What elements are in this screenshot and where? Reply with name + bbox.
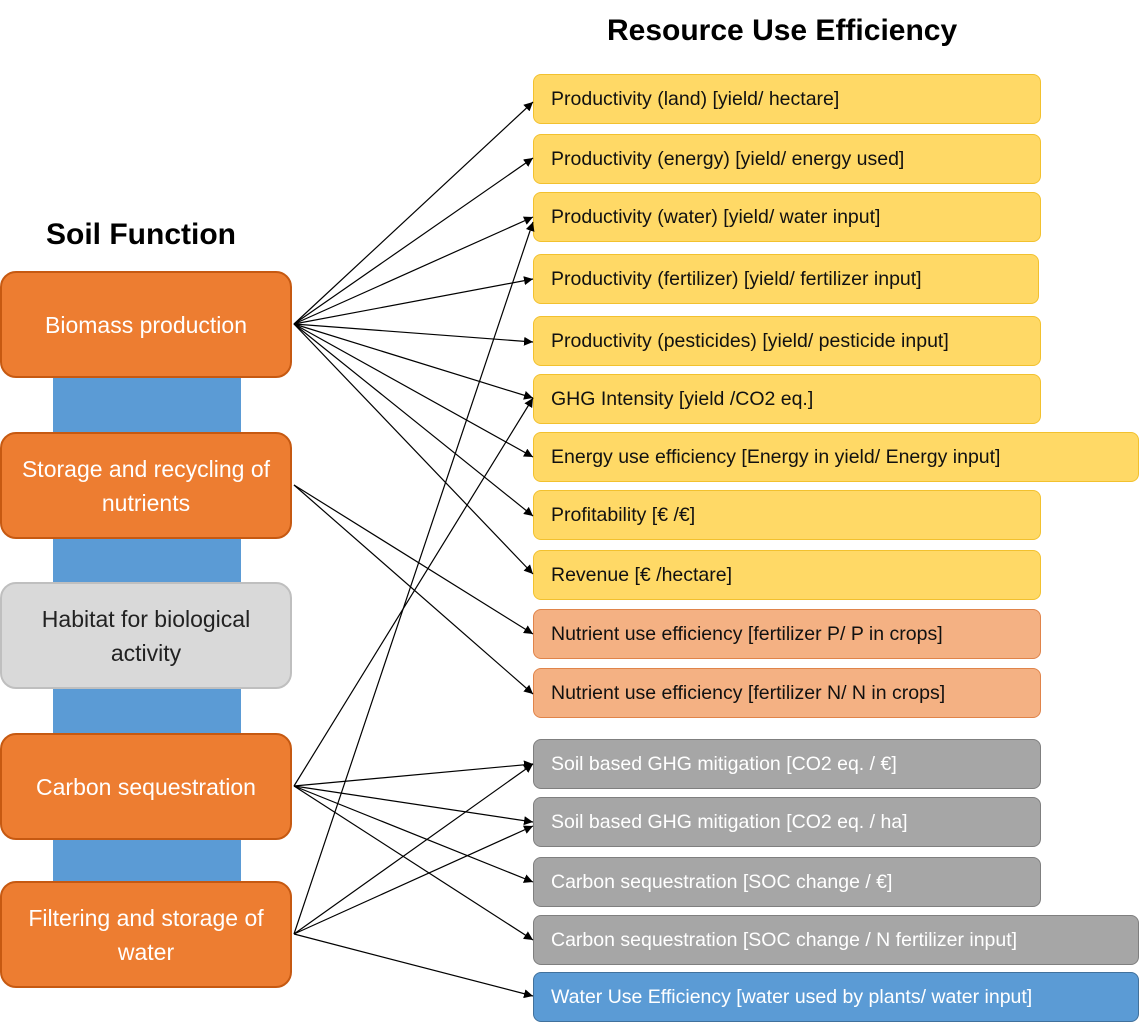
indicator-productivity-land: Productivity (land) [yield/ hectare] xyxy=(533,74,1041,124)
indicator-nutrient-use-efficiency-p: Nutrient use efficiency [fertilizer P/ P… xyxy=(533,609,1041,659)
arrow-biomass-to-productivity-water xyxy=(293,216,534,325)
resource-use-efficiency-title: Resource Use Efficiency xyxy=(607,14,958,47)
indicator-carbon-sequestration-n-fertilizer: Carbon sequestration [SOC change / N fer… xyxy=(533,915,1139,965)
arrow-biomass-to-profitability xyxy=(293,323,534,517)
indicator-productivity-energy: Productivity (energy) [yield/ energy use… xyxy=(533,134,1041,184)
arrow-carbon-to-sequestration-n xyxy=(293,785,534,941)
indicator-carbon-sequestration-euro: Carbon sequestration [SOC change / €] xyxy=(533,857,1041,907)
indicator-productivity-water: Productivity (water) [yield/ water input… xyxy=(533,192,1041,242)
soil-function-biomass-production: Biomass production xyxy=(0,271,292,378)
arrow-biomass-to-productivity-fertilizer xyxy=(293,276,534,325)
indicator-productivity-pesticides: Productivity (pesticides) [yield/ pestic… xyxy=(533,316,1041,366)
arrow-nutrients-to-nue-p xyxy=(293,484,534,635)
soil-function-title: Soil Function xyxy=(46,218,236,251)
indicator-soil-ghg-mitigation-ha: Soil based GHG mitigation [CO2 eq. / ha] xyxy=(533,797,1041,847)
indicator-revenue: Revenue [€ /hectare] xyxy=(533,550,1041,600)
arrow-carbon-to-sequestration-euro xyxy=(293,785,534,883)
arrow-water-to-ghg-mitigation-euro xyxy=(293,763,534,935)
arrow-biomass-to-productivity-land xyxy=(293,101,534,325)
arrow-biomass-to-productivity-pesticides xyxy=(293,323,534,346)
arrow-biomass-to-productivity-energy xyxy=(293,157,534,325)
arrow-nutrients-to-nue-n xyxy=(293,484,534,695)
soil-function-habitat-biological-activity: Habitat for biological activity xyxy=(0,582,292,689)
arrow-biomass-to-revenue xyxy=(293,323,534,575)
soil-function-filtering-storage-water: Filtering and storage of water xyxy=(0,881,292,988)
arrow-carbon-to-ghg-mitigation-euro xyxy=(293,760,534,787)
indicator-energy-use-efficiency: Energy use efficiency [Energy in yield/ … xyxy=(533,432,1139,482)
indicator-water-use-efficiency: Water Use Efficiency [water used by plan… xyxy=(533,972,1139,1022)
arrow-water-to-water-use-efficiency xyxy=(293,933,534,999)
arrow-carbon-to-ghg-mitigation-ha xyxy=(293,785,534,826)
arrow-water-to-ghg-mitigation-ha xyxy=(293,825,534,935)
indicator-productivity-fertilizer: Productivity (fertilizer) [yield/ fertil… xyxy=(533,254,1039,304)
indicator-soil-ghg-mitigation-euro: Soil based GHG mitigation [CO2 eq. / €] xyxy=(533,739,1041,789)
arrow-water-to-productivity-water xyxy=(293,221,535,935)
indicator-profitability: Profitability [€ /€] xyxy=(533,490,1041,540)
indicator-nutrient-use-efficiency-n: Nutrient use efficiency [fertilizer N/ N… xyxy=(533,668,1041,718)
arrow-carbon-to-ghg-intensity xyxy=(293,397,534,787)
arrow-biomass-to-ghg-intensity xyxy=(293,323,534,400)
arrow-biomass-to-energy-use-efficiency xyxy=(293,323,534,458)
soil-function-carbon-sequestration: Carbon sequestration xyxy=(0,733,292,840)
soil-function-storage-recycling-nutrients: Storage and recycling of nutrients xyxy=(0,432,292,539)
indicator-ghg-intensity: GHG Intensity [yield /CO2 eq.] xyxy=(533,374,1041,424)
